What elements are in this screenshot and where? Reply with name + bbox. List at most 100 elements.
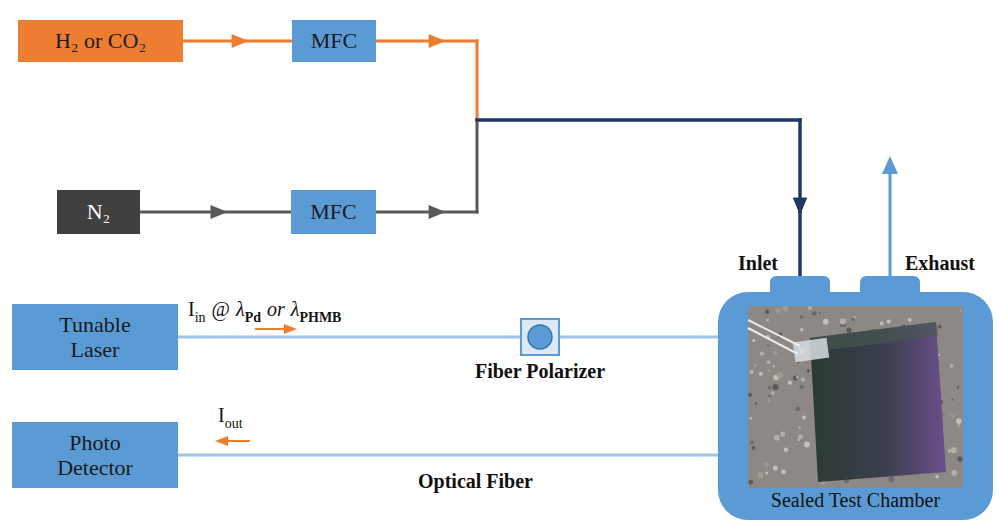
label-group: Iin@λPdorλPHMB (188, 298, 341, 321)
gravel-dot (752, 446, 756, 450)
gravel-dot (773, 365, 775, 367)
gravel-dot (938, 354, 940, 356)
gravel-dot (951, 415, 954, 418)
wavelength-symbol: λ (236, 298, 245, 321)
gravel-dot (880, 322, 884, 326)
gravel-dot (781, 469, 786, 474)
connector-line (560, 336, 718, 339)
signal-text: or (267, 298, 285, 321)
gravel-dot (798, 426, 801, 429)
fiber-label: Optical Fiber (418, 470, 533, 493)
signal-arrowhead (215, 436, 228, 446)
connector-line (178, 454, 718, 457)
gravel-dot (768, 395, 770, 397)
gravel-dot (796, 376, 798, 378)
gravel-dot (799, 385, 803, 389)
connector (376, 120, 807, 276)
node-label: H₂ or CO₂ (55, 28, 146, 53)
gravel-dot (764, 462, 769, 467)
arrowhead (793, 198, 807, 215)
gravel-dot (750, 441, 754, 445)
gravel-dot (782, 306, 788, 312)
connector-line (476, 41, 479, 120)
exhaust-arrowhead (882, 156, 898, 174)
connector-line (477, 119, 800, 122)
gravel-dot (823, 319, 829, 325)
gravel-dot (956, 418, 962, 424)
node-label: Photo Detector (40, 430, 150, 481)
connector (178, 455, 718, 456)
node-label: N₂ (87, 199, 111, 224)
gravel-dot (793, 376, 798, 381)
signal-arrow-line (226, 440, 250, 442)
connector (140, 205, 291, 219)
label-group: Iout (218, 404, 243, 427)
gravel-dot (788, 380, 792, 384)
signal-symbol: I (218, 404, 225, 427)
gravel-dot (957, 456, 962, 461)
gravel-dot (935, 475, 939, 479)
gravel-dot (748, 480, 753, 485)
gravel-dot (908, 318, 912, 322)
gravel-dot (765, 310, 769, 314)
gravel-dot (772, 384, 778, 390)
node-label: MFC (310, 199, 356, 224)
wavelength-symbol: λ (291, 298, 300, 321)
gravel-dot (752, 339, 755, 342)
gravel-dot (750, 417, 752, 419)
signal-symbol: I (188, 298, 195, 321)
flow-controller-box: MFC (291, 190, 376, 234)
gas-source-box: N₂ (57, 190, 140, 234)
gravel-dot (938, 325, 942, 329)
connector-line (376, 211, 477, 214)
flow-controller-box: MFC (292, 20, 376, 62)
gravel-dot (784, 447, 789, 452)
fiber-clip (793, 338, 829, 363)
arrowhead (232, 34, 249, 48)
gravel-dot (768, 370, 770, 372)
gravel-dot (766, 319, 769, 322)
connector (376, 34, 807, 276)
exhaust-line (889, 172, 892, 276)
gravel-dot (773, 466, 778, 471)
slide-edge (810, 322, 938, 352)
gravel-dot (771, 391, 775, 395)
chamber-photo (748, 306, 963, 488)
port-label: Inlet (738, 252, 778, 275)
arrowhead (429, 34, 446, 48)
node-label: Fiber Polarizer (475, 360, 605, 383)
gravel-dot (960, 309, 962, 311)
gravel-dot (759, 372, 763, 376)
gravel-dot (748, 393, 752, 397)
gravel-dot (957, 386, 960, 389)
gravel-dot (846, 328, 851, 333)
port-label: Exhaust (905, 252, 975, 275)
signal-subscript: out (225, 416, 243, 432)
gravel-dot (800, 328, 803, 331)
gravel-dot (776, 308, 781, 313)
gravel-dot (801, 378, 805, 382)
gravel-dot (950, 364, 954, 368)
gravel-dot (889, 476, 895, 482)
test-chamber: Sealed Test Chamber (718, 276, 993, 520)
gravel-dot (798, 434, 803, 439)
gravel-dot (767, 360, 771, 364)
gravel-dot (951, 470, 957, 476)
connector (178, 337, 520, 338)
polarizer-box: Fiber Polarizer (520, 318, 560, 356)
signal-arrow-line (255, 328, 286, 330)
signal-subscript: in (195, 310, 206, 326)
glass-slide (810, 322, 946, 482)
gravel-dot (768, 399, 771, 402)
arrowhead (793, 198, 807, 215)
detector-box: Photo Detector (12, 422, 178, 488)
arrowhead (211, 205, 228, 219)
gravel-dot (760, 352, 764, 356)
gravel-dot (807, 369, 810, 372)
gravel-dot (808, 306, 812, 310)
connector (183, 34, 292, 48)
gravel-dot (796, 406, 801, 411)
gravel-dot (780, 431, 785, 436)
gravel-dot (812, 311, 817, 316)
